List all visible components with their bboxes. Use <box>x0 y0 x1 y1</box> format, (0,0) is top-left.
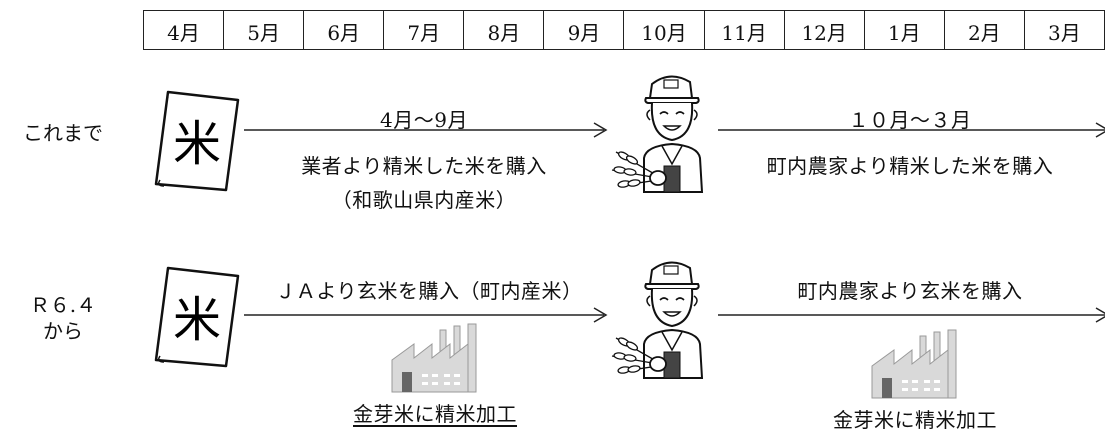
farmer-icon <box>610 68 720 200</box>
month-cell: 11月 <box>705 11 785 49</box>
arrow <box>718 307 1105 323</box>
purchase-desc: 町内農家より精米した米を購入 <box>766 154 1054 178</box>
arrow <box>244 122 608 138</box>
month-cell: 2月 <box>945 11 1025 49</box>
month-cell: 12月 <box>785 11 865 49</box>
origin-note: （和歌山県内産米） <box>331 188 517 212</box>
factory-icon <box>868 329 964 404</box>
rice-bag-icon: 米 <box>150 262 245 376</box>
purchase-desc: ＪＡより玄米を購入（町内産米） <box>275 279 583 303</box>
month-cell: 10月 <box>624 11 705 49</box>
month-cell: 3月 <box>1048 20 1081 45</box>
month-cell: 7月 <box>384 11 465 49</box>
period-label: 4月～9月 <box>380 108 468 132</box>
purchase-desc: 町内農家より玄米を購入 <box>797 279 1023 303</box>
bag-char: 米 <box>173 292 221 348</box>
arrow <box>244 307 608 323</box>
arrow <box>718 122 1105 138</box>
factory-icon <box>388 323 484 398</box>
period-label: １０月～３月 <box>848 108 972 132</box>
month-cell: 9月 <box>544 11 625 49</box>
month-cell: 4月 <box>144 11 225 49</box>
month-cell: 8月 <box>464 11 545 49</box>
row-label-line: Ｒ６.４ <box>29 293 97 317</box>
month-timeline: 4月 5月 6月 7月 8月 9月 10月 11月 12月 1月 2月 3月 <box>143 10 1105 50</box>
row-label-line: から <box>43 319 83 343</box>
farmer-icon <box>610 254 720 386</box>
rice-bag-icon: 米 <box>150 86 245 200</box>
process-label: 金芽米に精米加工 <box>353 402 517 426</box>
month-cell: 5月 <box>224 11 305 49</box>
row-label-current: これまで <box>23 121 103 145</box>
row-label-future: Ｒ６.４ から <box>8 292 118 344</box>
month-cell: 1月 <box>865 11 945 49</box>
purchase-desc: 業者より精米した米を購入 <box>301 154 547 178</box>
month-cell: 6月 <box>304 11 385 49</box>
process-label: 金芽米に精米加工 <box>833 408 997 432</box>
bag-char: 米 <box>173 116 221 172</box>
